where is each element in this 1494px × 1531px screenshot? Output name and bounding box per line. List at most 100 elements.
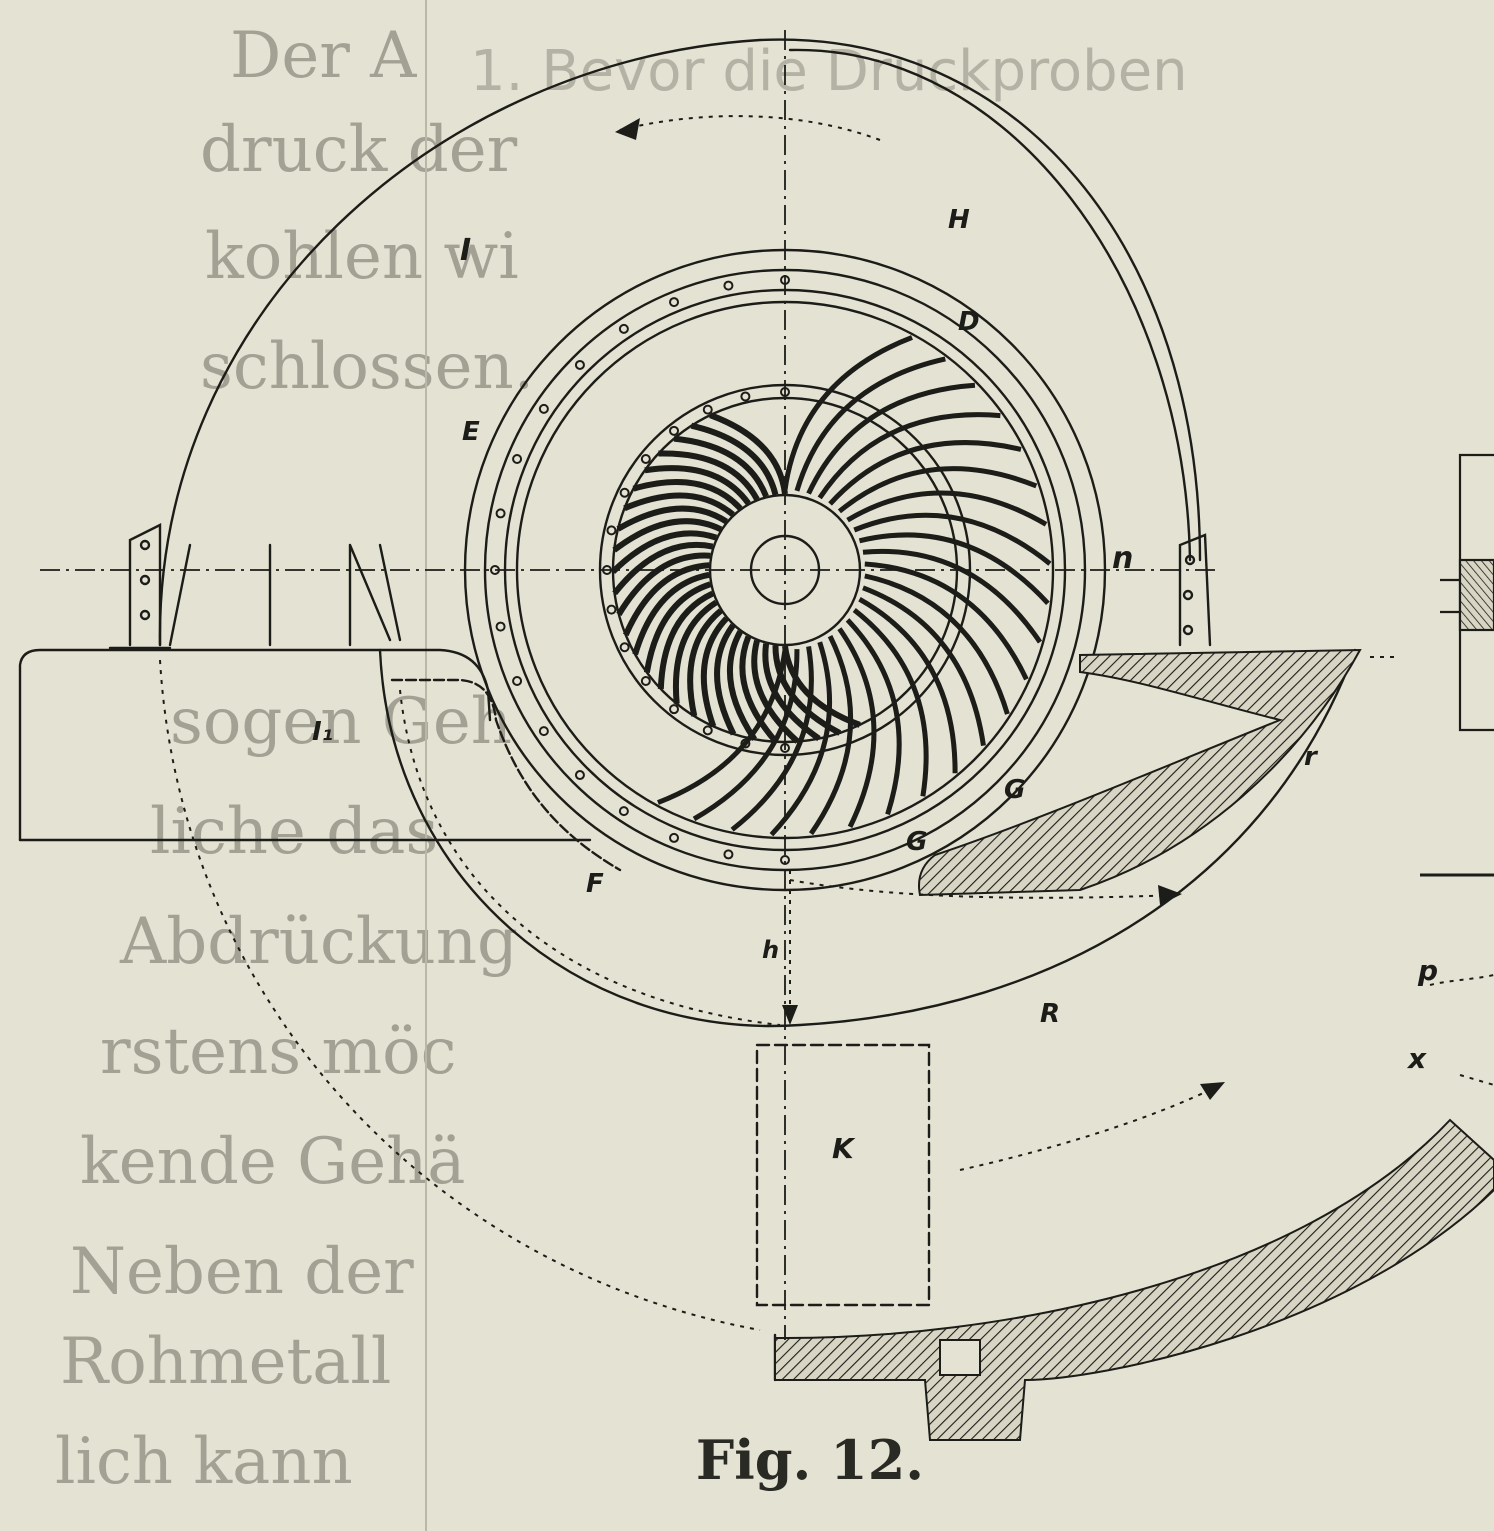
p-dash (1370, 656, 1494, 1086)
runner-blade (714, 623, 737, 736)
label-g-inner: G (906, 827, 927, 857)
label-k: K (832, 1132, 856, 1165)
label-h-small: h (762, 936, 779, 964)
bolt-hole (618, 323, 629, 334)
runner-blade (690, 422, 779, 496)
bolt-hole (618, 806, 629, 817)
runner-blade (687, 608, 723, 717)
label-x: x (1406, 1042, 1427, 1075)
label-r: r (1304, 742, 1319, 772)
guide-vane (730, 646, 814, 832)
bolt-hole (574, 770, 585, 781)
guide-vane (864, 573, 1010, 715)
runner-blade (726, 630, 757, 741)
bleed-line: Rohmetall (60, 1325, 392, 1399)
runner-blade (643, 581, 712, 673)
guide-vane (864, 561, 1029, 681)
outer-casing-inner (788, 48, 1192, 562)
guide-vane (845, 618, 902, 816)
flow-arrow-top (619, 115, 881, 141)
label-d: D (958, 307, 980, 337)
runner-blade (782, 645, 861, 728)
bolt-hole (723, 280, 734, 291)
bleed-line: kohlen wi (205, 220, 519, 294)
guide-vane (837, 627, 877, 828)
runner-blade (673, 435, 769, 498)
bolt-hole (619, 487, 630, 498)
runner-blade (623, 492, 735, 517)
struts (168, 543, 402, 647)
bolt-hole (538, 403, 549, 414)
bolt-hole (702, 404, 713, 415)
guide-vane (862, 585, 986, 746)
label-p: p (1417, 954, 1438, 987)
bolt-hole (640, 454, 651, 465)
bolt-hole (574, 359, 585, 370)
bolt-hole (669, 832, 680, 843)
runner-blade (632, 479, 743, 511)
runner-blade (632, 571, 710, 656)
spiral-lower (378, 648, 1357, 1028)
runner-blade (658, 450, 760, 501)
bolt-hole (669, 704, 680, 715)
runner-blade (772, 645, 842, 736)
guide-vane (846, 490, 1048, 527)
label-f: F (586, 869, 604, 899)
side-hatch (1458, 558, 1494, 632)
guide-vane (858, 597, 958, 774)
runner-blade (616, 552, 711, 617)
guide-vane (853, 512, 1052, 566)
bolt-hole (512, 675, 523, 686)
runner-blade (612, 518, 723, 553)
guide-vane (858, 532, 1050, 605)
label-g-outer: G (1004, 775, 1025, 805)
guide-vane (837, 466, 1038, 514)
guide-vane (817, 412, 1001, 500)
runner-blade (672, 599, 718, 704)
hatched-foundation-arc (774, 1118, 1494, 1441)
label-n: n (1112, 541, 1133, 576)
bleed-line: lich kann (55, 1425, 353, 1499)
runner-blade (644, 465, 751, 506)
runner-blade (709, 412, 788, 495)
bolt-hole (512, 454, 523, 465)
label-h: H (948, 205, 970, 235)
bolt-hole (669, 297, 680, 308)
runner-blade (610, 530, 718, 574)
box-k (755, 1043, 931, 1307)
guide-vane (808, 634, 854, 836)
figure-caption: Fig. 12. (695, 1428, 925, 1492)
bleed-line: rstens möc (100, 1015, 457, 1089)
flow-arrow-k (959, 1084, 1221, 1171)
guide-vane (852, 608, 929, 797)
guide-vane (828, 440, 1022, 506)
bolt-hole (702, 725, 713, 736)
bleed-through-top: 1. Bevor die Druckproben (470, 39, 1188, 104)
bolt-hole (723, 849, 734, 860)
dashed-spiral-left (159, 659, 761, 1331)
bolt-hole (740, 391, 751, 402)
bolt-hole (606, 525, 617, 536)
bolt-hole (495, 621, 506, 632)
runner-blade (751, 639, 800, 744)
column-rule (425, 0, 427, 1531)
bolt-hole (538, 726, 549, 737)
hatched-casing (918, 648, 1362, 897)
dashed-spiral-inner (399, 689, 781, 1026)
runner-blade (739, 635, 779, 744)
bleed-line: Der A (230, 19, 417, 93)
guide-vane (794, 356, 946, 492)
guide-vane (782, 335, 913, 491)
runner-blade (700, 616, 729, 728)
runner-blade (762, 643, 821, 742)
bracket-right (1178, 533, 1212, 647)
bleed-line: kende Gehä (80, 1125, 466, 1199)
base-block (18, 648, 492, 842)
runner-blade (612, 541, 714, 596)
label-i1: I₁ (312, 717, 333, 747)
bolt-hole (495, 508, 506, 519)
runner-blade (622, 562, 710, 637)
bolt-hole (606, 604, 617, 615)
bleed-line: schlossen. (200, 330, 535, 404)
